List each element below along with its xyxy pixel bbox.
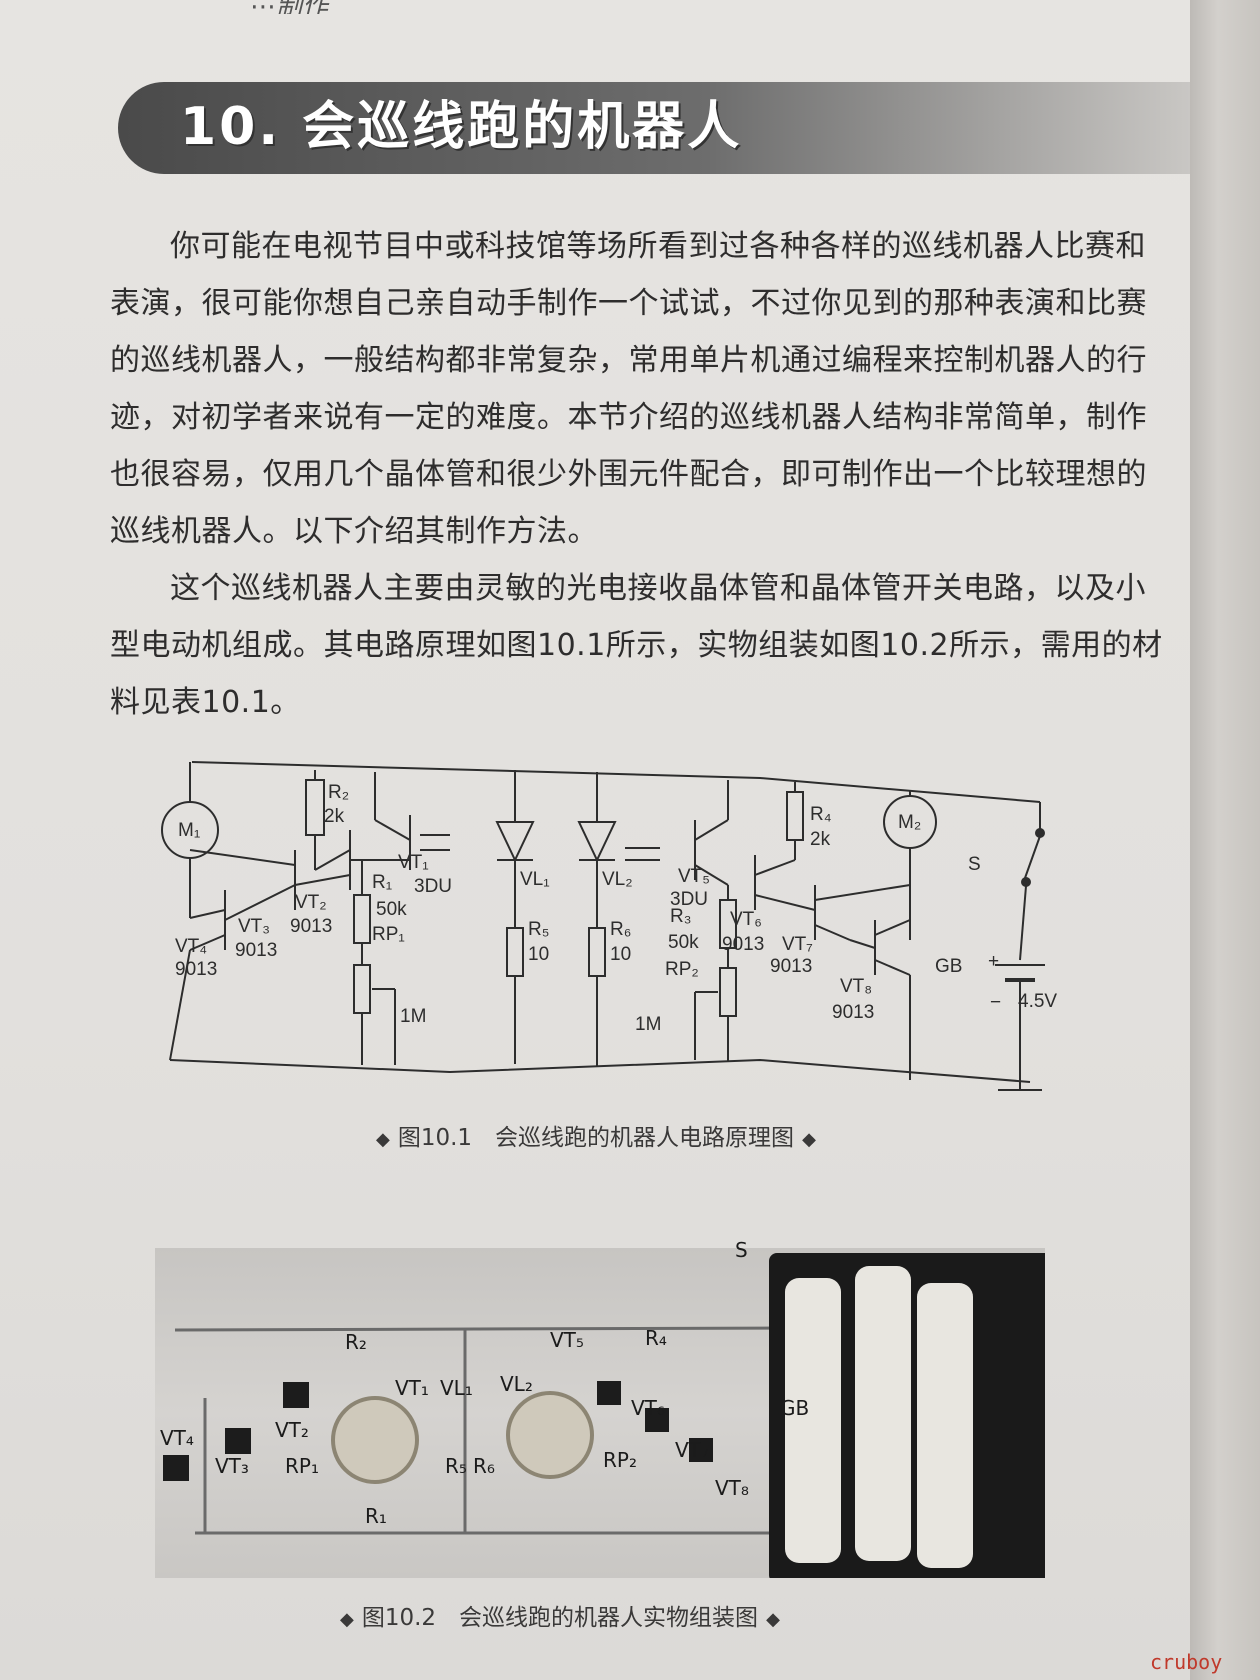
- photo-label-vt8: VT₈: [715, 1476, 749, 1500]
- label-rp1-val: 1M: [400, 1006, 426, 1027]
- label-r3-val: 50k: [668, 932, 699, 953]
- label-r1-val: 50k: [376, 899, 407, 920]
- watermark: cruboy: [1150, 1650, 1223, 1674]
- label-vl2: VL₂: [602, 869, 633, 890]
- label-m2: M₂: [898, 812, 921, 833]
- running-header: ⋯制作: [250, 0, 490, 14]
- photo-label-r1: R₁: [365, 1504, 387, 1528]
- assembly-drawing: [163, 1253, 1081, 1583]
- label-r5: R₅: [528, 919, 549, 940]
- label-r6: R₆: [610, 919, 631, 940]
- label-vt7-type: 9013: [770, 956, 812, 977]
- diamond-icon: ◆: [340, 1609, 354, 1630]
- label-m1: M₁: [178, 820, 200, 841]
- diamond-icon: ◆: [802, 1129, 816, 1150]
- photo-label-vt6: VT₆: [631, 1396, 665, 1420]
- photo-label-vt2: VT₂: [275, 1418, 309, 1442]
- label-vt1-type: 3DU: [414, 876, 452, 897]
- photo-label-r5: R₅: [445, 1454, 467, 1478]
- photo-label-s: S: [735, 1238, 748, 1262]
- label-vt2: VT₂: [295, 892, 327, 913]
- label-vt5-type: 3DU: [670, 889, 708, 910]
- paragraph-2: 这个巡线机器人主要由灵敏的光电接收晶体管和晶体管开关电路，以及小型电动机组成。其…: [110, 571, 1163, 720]
- label-battery: GB: [935, 956, 962, 977]
- label-vt1: VT₁: [398, 852, 429, 873]
- photo-label-rp1: RP₁: [285, 1454, 319, 1478]
- label-battery-voltage: 4.5V: [1018, 991, 1057, 1012]
- photo-label-r6: R₆: [473, 1454, 495, 1478]
- photo-label-vt4: VT₄: [160, 1426, 194, 1450]
- label-vt4-type: 9013: [175, 959, 217, 980]
- label-r6-val: 10: [610, 944, 631, 965]
- diamond-icon: ◆: [376, 1129, 390, 1150]
- label-r4: R₄: [810, 804, 832, 825]
- label-rp2: RP₂: [665, 959, 699, 980]
- label-vt3: VT₃: [238, 916, 270, 937]
- body-text: 你可能在电视节目中或科技馆等场所看到过各种各样的巡线机器人比赛和表演，很可能你想…: [110, 218, 1170, 731]
- label-switch: S: [968, 854, 981, 875]
- label-vl1: VL₁: [520, 869, 550, 890]
- photo-label-vt1: VT₁: [395, 1376, 429, 1400]
- circuit-schematic: M₁ M₂ R₂ 2k R₄ 2k R₁ 50k R₃ 50k RP₁ 1M R…: [161, 761, 1057, 1091]
- figure-caption-2: ◆图10.2 会巡线跑的机器人实物组装图◆: [340, 1605, 780, 1631]
- label-rp1: RP₁: [372, 924, 405, 945]
- title-banner: [118, 82, 1190, 174]
- label-vt2-type: 9013: [290, 916, 332, 937]
- label-vt4: VT₄: [175, 936, 207, 957]
- photo-label-vl2: VL₂: [500, 1372, 533, 1396]
- photo-label-rp2: RP₂: [603, 1448, 637, 1472]
- label-r4-val: 2k: [810, 829, 831, 850]
- photo-label-vl1: VL₁: [440, 1376, 473, 1400]
- photo-label-vt5: VT₅: [550, 1328, 584, 1352]
- label-plus: +: [988, 951, 999, 972]
- label-vt6: VT₆: [730, 909, 762, 930]
- assembly-photo: S VT₅ R₄ R₂ VT₁ VL₁ VL₂ VT₆ GB VT₄ VT₂ V…: [155, 1238, 1081, 1583]
- label-vt7: VT₇: [782, 934, 813, 955]
- label-vt6-type: 9013: [722, 934, 764, 955]
- label-minus: −: [990, 992, 1001, 1013]
- photo-label-r4: R₄: [645, 1326, 667, 1350]
- photo-label-gb: GB: [780, 1396, 810, 1420]
- label-rp2-val: 1M: [635, 1014, 661, 1035]
- photo-label-vt3: VT₃: [215, 1454, 249, 1478]
- label-vt3-type: 9013: [235, 940, 277, 961]
- paragraph-1: 你可能在电视节目中或科技馆等场所看到过各种各样的巡线机器人比赛和表演，很可能你想…: [110, 229, 1147, 549]
- figure-caption-1: ◆图10.1 会巡线跑的机器人电路原理图◆: [376, 1125, 816, 1151]
- label-vt8: VT₈: [840, 976, 872, 997]
- label-r1: R₁: [372, 872, 392, 893]
- label-r2: R₂: [328, 782, 349, 803]
- photo-label-vt7: VT₇: [675, 1438, 709, 1462]
- photo-label-r2: R₂: [345, 1330, 367, 1354]
- label-r2-val: 2k: [324, 806, 345, 827]
- section-title: 10. 会巡线跑的机器人: [180, 97, 743, 157]
- book-page: ⋯制作 10. 会巡线跑的机器人 你可能在电视节目中或科技馆等场所看到过各种各样…: [0, 0, 1190, 1680]
- next-page-edge: [1190, 0, 1260, 1680]
- label-r3: R₃: [670, 906, 691, 927]
- diamond-icon: ◆: [766, 1609, 780, 1630]
- label-vt8-type: 9013: [832, 1002, 874, 1023]
- label-vt5: VT₅: [678, 866, 710, 887]
- label-r5-val: 10: [528, 944, 549, 965]
